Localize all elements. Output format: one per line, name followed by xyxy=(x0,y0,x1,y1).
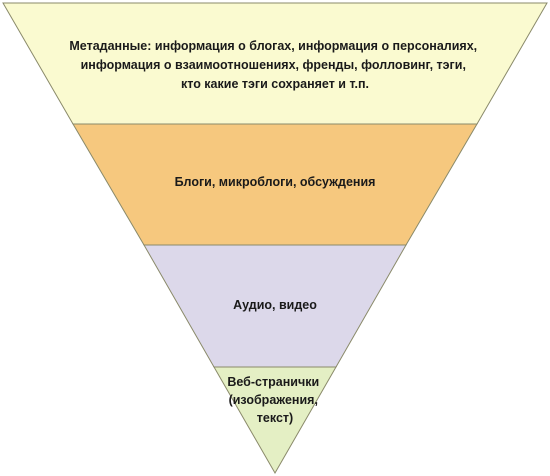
layer-label-blogs: Блоги, микроблоги, обсуждения xyxy=(175,175,376,189)
layer-band-web-pages xyxy=(213,366,337,475)
layer-label-line: текст) xyxy=(257,411,293,425)
layer-label-metadata: Метаданные: информация о блогах, информа… xyxy=(69,39,480,91)
layer-label-line: кто какие тэги сохраняет и т.п. xyxy=(181,77,369,91)
layer-label-web-pages: Веб-странички (изображения, текст) xyxy=(227,375,322,425)
layer-label-line: Аудио, видео xyxy=(233,298,317,312)
pyramid-layer-metadata: Метаданные: информация о блогах, информа… xyxy=(2,2,548,125)
layer-label-audio-video: Аудио, видео xyxy=(233,298,317,312)
pyramid-layer-web-pages: Веб-странички (изображения, текст) xyxy=(213,366,337,475)
layer-label-line: (изображения, xyxy=(229,393,318,407)
layer-label-line: Метаданные: информация о блогах, информа… xyxy=(69,39,477,53)
layer-label-line: Веб-странички xyxy=(227,375,319,389)
layer-label-line: Блоги, микроблоги, обсуждения xyxy=(175,175,376,189)
pyramid-layer-audio-video: Аудио, видео xyxy=(143,244,407,368)
pyramid-layer-blogs: Блоги, микроблоги, обсуждения xyxy=(72,123,478,246)
layer-label-line: информация о взаимоотношениях, френды, ф… xyxy=(81,58,466,72)
